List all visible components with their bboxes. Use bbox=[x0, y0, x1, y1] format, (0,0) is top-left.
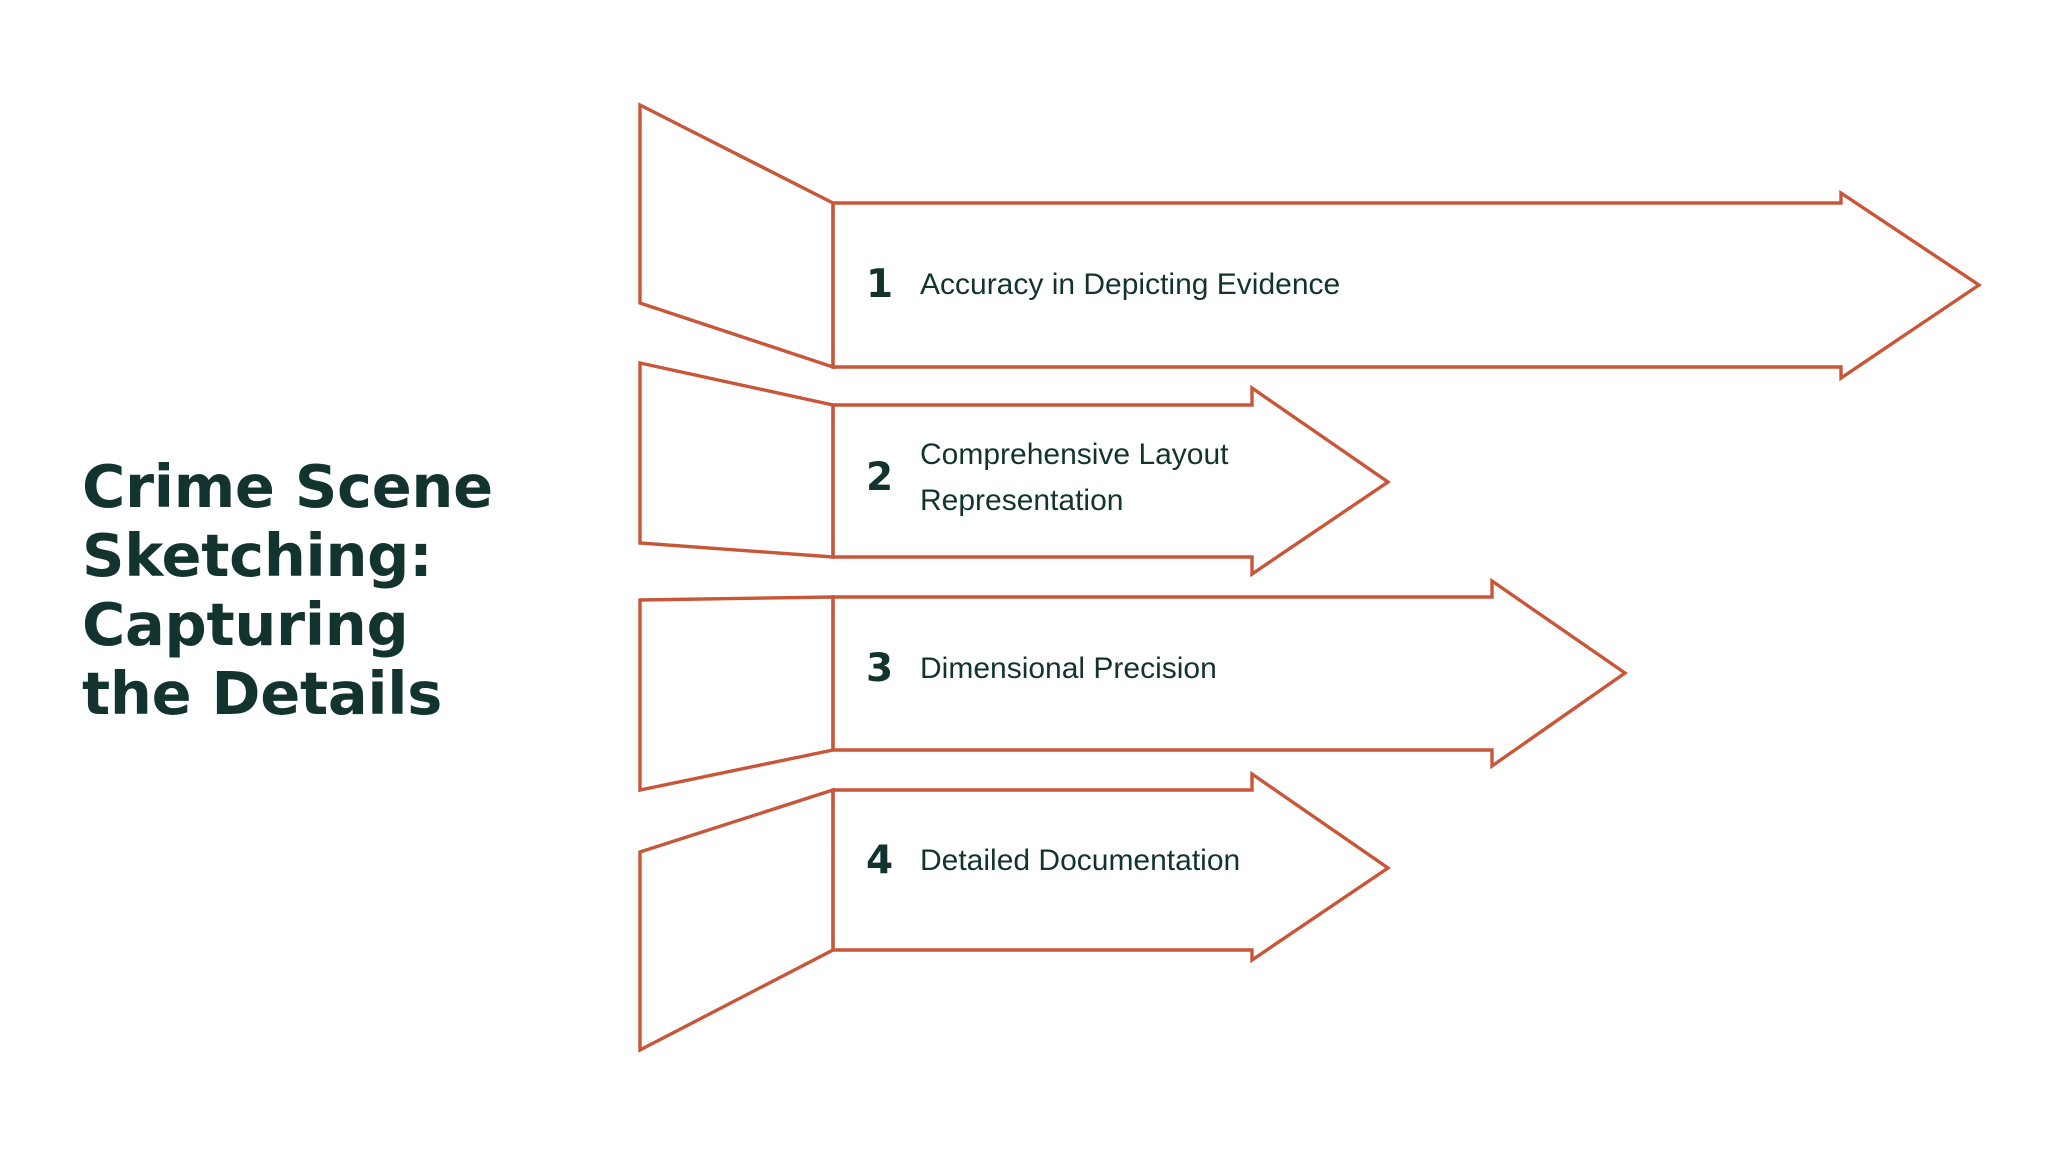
step-label-2: Comprehensive Layout Representation bbox=[920, 438, 1229, 517]
step-label-4: Detailed Documentation bbox=[920, 844, 1241, 877]
arrow-body-2 bbox=[833, 388, 1388, 574]
arrow-tail-1 bbox=[640, 105, 833, 367]
step-item-4[interactable]: 4 Detailed Documentation bbox=[866, 838, 1240, 884]
step-item-3[interactable]: 3 Dimensional Precision bbox=[866, 646, 1217, 692]
step-number-4: 4 bbox=[866, 838, 894, 884]
step-label-1: Accuracy in Depicting Evidence bbox=[920, 268, 1341, 301]
arrow-body-3 bbox=[833, 581, 1625, 766]
arrow-body-1 bbox=[833, 193, 1979, 378]
step-label-3: Dimensional Precision bbox=[920, 652, 1217, 685]
step-item-2[interactable]: 2 Comprehensive Layout Representation bbox=[866, 432, 1229, 523]
page-title: Crime Scene Sketching: Capturing the Det… bbox=[82, 452, 493, 729]
arrow-tail-4 bbox=[640, 790, 833, 1050]
arrow-tail-3 bbox=[640, 597, 833, 790]
step-number-2: 2 bbox=[866, 455, 894, 501]
arrow-tail-2 bbox=[640, 363, 833, 557]
title-block: Crime Scene Sketching: Capturing the Det… bbox=[82, 452, 512, 728]
step-number-1: 1 bbox=[866, 262, 894, 308]
step-number-3: 3 bbox=[866, 646, 894, 692]
step-item-1[interactable]: 1 Accuracy in Depicting Evidence bbox=[866, 262, 1340, 308]
arrow-body-4 bbox=[833, 774, 1388, 960]
